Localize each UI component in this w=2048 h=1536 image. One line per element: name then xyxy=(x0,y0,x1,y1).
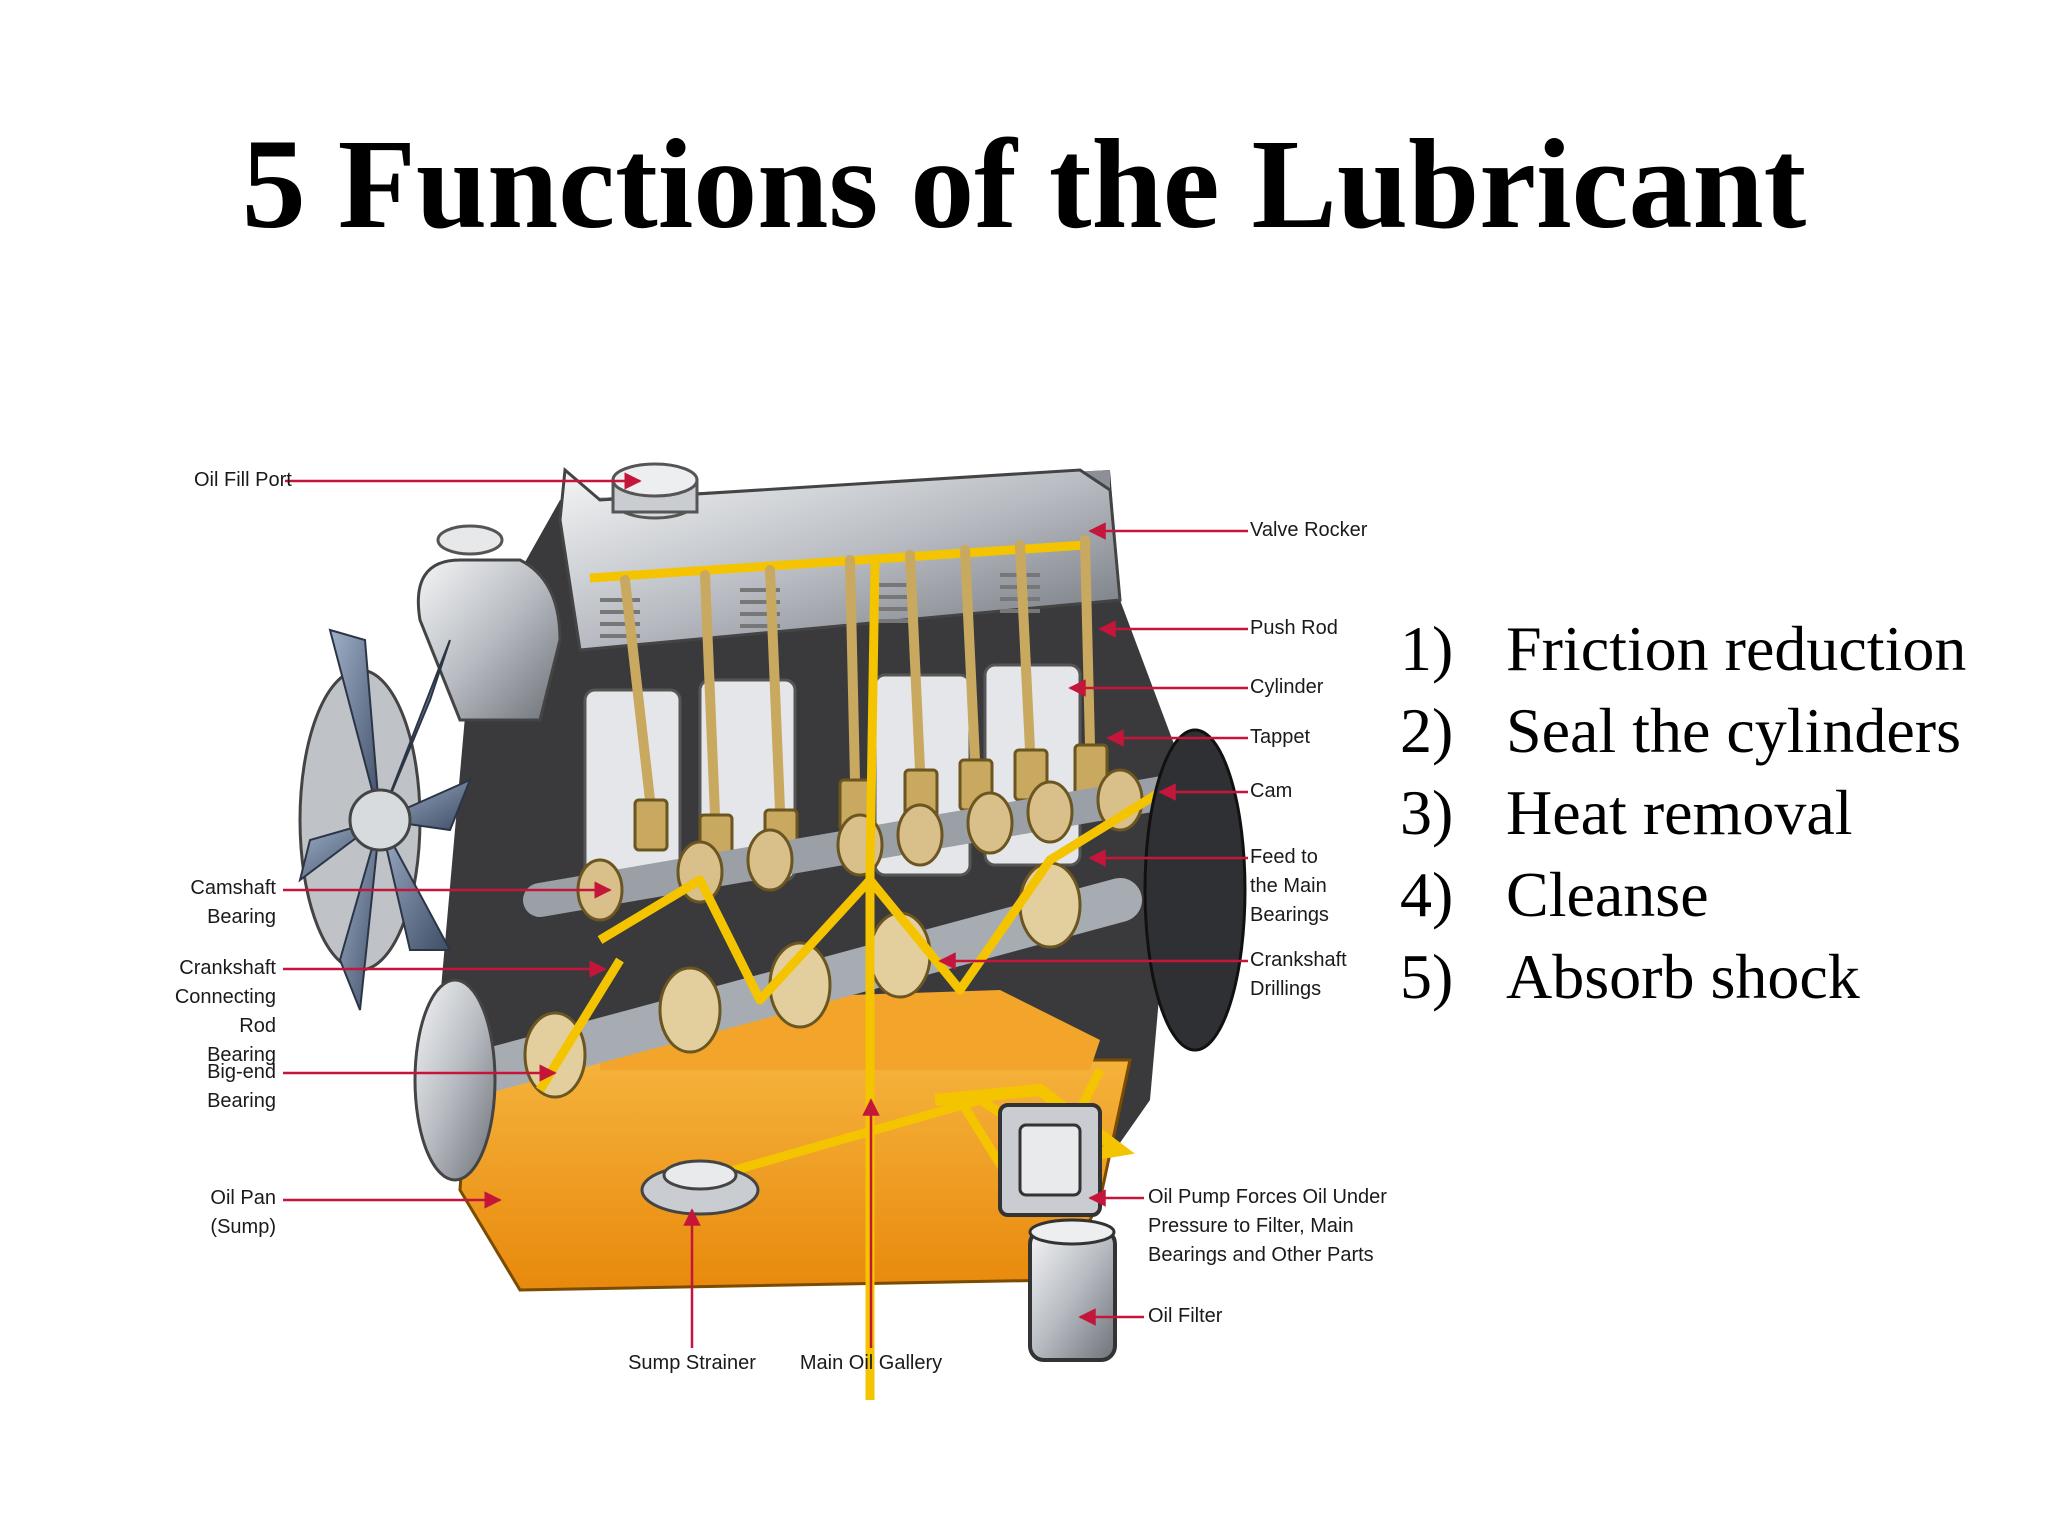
flywheel xyxy=(1143,728,1247,1052)
label-feed-to-main-bearings: Feed to the Main Bearings xyxy=(1250,846,1329,926)
function-number: 1) xyxy=(1400,613,1454,684)
function-item: 3) Heat removal xyxy=(1400,772,1966,854)
function-number: 5) xyxy=(1400,941,1454,1012)
label-push-rod: Push Rod xyxy=(1250,617,1338,639)
function-text: Heat removal xyxy=(1506,777,1853,848)
oil-filter xyxy=(1028,1218,1117,1362)
function-item: 1) Friction reduction xyxy=(1400,608,1966,690)
label-main-oil-gallery: Main Oil Gallery xyxy=(799,1352,943,1374)
label-valve-rocker: Valve Rocker xyxy=(1250,519,1368,541)
label-crankshaft-connecting-rod-bearing: Crankshaft Connecting Rod Bearing xyxy=(174,957,276,1066)
label-crankshaft-drillings: Crankshaft Drillings xyxy=(1250,949,1347,1000)
function-text: Friction reduction xyxy=(1506,613,1967,684)
slide-title: 5 Functions of the Lubricant xyxy=(241,113,1807,255)
function-text: Absorb shock xyxy=(1506,941,1860,1012)
label-camshaft-bearing: Camshaft Bearing xyxy=(190,877,276,928)
function-item: 4) Cleanse xyxy=(1400,854,1966,936)
function-text: Cleanse xyxy=(1506,859,1709,930)
label-oil-pump: Oil Pump Forces Oil Under Pressure to Fi… xyxy=(1148,1186,1387,1266)
oil-pump xyxy=(934,1083,1135,1217)
label-tappet: Tappet xyxy=(1250,726,1311,748)
label-big-end-bearing: Big-end Bearing xyxy=(207,1061,276,1112)
leader-lines xyxy=(283,472,1248,1348)
label-oil-fill-port: Oil Fill Port xyxy=(194,469,292,491)
function-text: Seal the cylinders xyxy=(1506,695,1961,766)
front-pulley xyxy=(413,978,497,1182)
label-oil-pan: Oil Pan (Sump) xyxy=(210,1187,276,1238)
function-number: 4) xyxy=(1400,859,1454,930)
function-item: 2) Seal the cylinders xyxy=(1400,690,1966,772)
label-sump-strainer: Sump Strainer xyxy=(628,1352,756,1374)
function-number: 3) xyxy=(1400,777,1454,848)
label-cam: Cam xyxy=(1250,780,1293,802)
push-rods xyxy=(620,535,1095,820)
label-cylinder: Cylinder xyxy=(1250,676,1324,698)
function-number: 2) xyxy=(1400,695,1454,766)
label-oil-filter: Oil Filter xyxy=(1148,1305,1223,1327)
functions-list: 1) Friction reduction 2) Seal the cylinder… xyxy=(1400,608,1966,1018)
rocker-oil-line xyxy=(589,540,1086,583)
function-item: 5) Absorb shock xyxy=(1400,936,1966,1018)
